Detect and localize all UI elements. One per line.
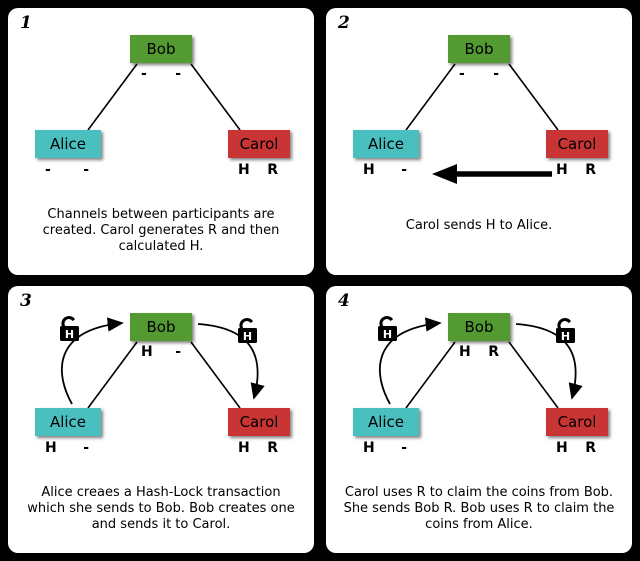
- carol-status-r: R: [267, 162, 278, 178]
- channel-line-bob-carol: [508, 63, 559, 131]
- bob-status: H -: [141, 344, 181, 360]
- channel-line-bob-carol: [190, 341, 241, 409]
- bob-status-h: -: [459, 66, 465, 82]
- node-carol: Carol: [228, 408, 290, 436]
- lock-label: H: [243, 330, 252, 343]
- panel-number: 1: [20, 13, 32, 33]
- lock-shackle: [557, 318, 572, 330]
- lock-body: [238, 328, 257, 343]
- carol-status-r: R: [585, 162, 596, 178]
- lock-shackle: [239, 318, 254, 330]
- caption: Carol sends H to Alice.: [405, 218, 553, 233]
- node-alice: Alice: [35, 408, 101, 436]
- alice-status: H -: [363, 162, 407, 178]
- lock-label: H: [383, 328, 392, 341]
- carol-status-h: H: [556, 440, 568, 456]
- panel-3: H H 3 Bob Alice Carol H - H - H R Alice …: [8, 286, 314, 553]
- carol-status-h: H: [238, 162, 250, 178]
- panel-2: 2 Bob Alice Carol - - H - H R Carol send…: [326, 8, 632, 275]
- carol-status: H R: [556, 440, 596, 456]
- bob-status-r: R: [488, 344, 499, 360]
- alice-status-h: H: [363, 440, 375, 456]
- alice-status-h: H: [363, 162, 375, 178]
- channel-line-alice-bob: [87, 341, 138, 409]
- channel-diagram: H H: [378, 316, 583, 409]
- alice-status: H -: [363, 440, 407, 456]
- alice-status-h: H: [45, 440, 57, 456]
- node-alice: Alice: [353, 130, 419, 158]
- lock-shackle: [61, 316, 76, 328]
- carol-status: H R: [238, 440, 278, 456]
- carol-status: H R: [556, 162, 596, 178]
- panel-1: 1 Bob Alice Carol - - - - H R Channels b…: [8, 8, 314, 275]
- bob-status-h: -: [141, 66, 147, 82]
- channel-diagram: [405, 63, 559, 184]
- channel-diagram: [87, 63, 241, 131]
- channel-diagram: H H: [60, 316, 265, 409]
- carol-status: H R: [238, 162, 278, 178]
- panel-number: 2: [338, 13, 350, 33]
- lock-body: [556, 328, 575, 343]
- alice-status-r: -: [83, 162, 89, 178]
- lock-body: [378, 326, 397, 341]
- alice-status-r: -: [83, 440, 89, 456]
- caption: Channels between participants are create…: [42, 207, 280, 254]
- node-carol: Carol: [228, 130, 290, 158]
- htlc-arrow-bob-to-carol: [515, 323, 583, 400]
- carol-status-h: H: [556, 162, 568, 178]
- htlc-arrow-alice-to-bob: [61, 317, 124, 405]
- carol-status-h: H: [238, 440, 250, 456]
- bob-status-r: -: [175, 66, 181, 82]
- bob-status-r: -: [175, 344, 181, 360]
- node-bob: Bob: [130, 35, 192, 63]
- alice-status-r: -: [401, 162, 407, 178]
- node-alice: Alice: [35, 130, 101, 158]
- carol-status-r: R: [267, 440, 278, 456]
- node-bob: Bob: [448, 313, 510, 341]
- hash-lock-icon: H: [378, 316, 397, 341]
- channel-line-alice-bob: [405, 341, 456, 409]
- node-alice: Alice: [353, 408, 419, 436]
- hash-lock-icon: H: [556, 318, 575, 343]
- caption: Carol uses R to claim the coins from Bob…: [343, 485, 615, 532]
- channel-line-alice-bob: [405, 63, 456, 131]
- node-carol: Carol: [546, 130, 608, 158]
- bob-status: H R: [459, 344, 499, 360]
- panel-4: H H 4 Bob Alice Carol H R H - H R Carol …: [326, 286, 632, 553]
- lock-label: H: [65, 328, 74, 341]
- node-carol: Carol: [546, 408, 608, 436]
- send-h-arrow-head: [432, 164, 457, 184]
- channel-line-bob-carol: [190, 63, 241, 131]
- alice-status: H -: [45, 440, 89, 456]
- hash-lock-icon: H: [238, 318, 257, 343]
- panel-number: 3: [20, 291, 32, 311]
- htlc-arrow-alice-to-bob: [379, 317, 442, 405]
- bob-status: - -: [459, 66, 499, 82]
- panel-number: 4: [338, 291, 350, 311]
- bob-status-h: H: [141, 344, 153, 360]
- hash-lock-icon: H: [60, 316, 79, 341]
- caption: Alice creaes a Hash-Lock transaction whi…: [27, 485, 295, 532]
- lock-label: H: [561, 330, 570, 343]
- node-bob: Bob: [130, 313, 192, 341]
- htlc-arrow-bob-to-carol: [197, 323, 265, 400]
- bob-status-r: -: [493, 66, 499, 82]
- lock-shackle: [379, 316, 394, 328]
- channel-line-alice-bob: [87, 63, 138, 131]
- alice-status-h: -: [45, 162, 51, 178]
- channel-line-bob-carol: [508, 341, 559, 409]
- alice-status: - -: [45, 162, 89, 178]
- bob-status: - -: [141, 66, 181, 82]
- alice-status-r: -: [401, 440, 407, 456]
- lock-body: [60, 326, 79, 341]
- node-bob: Bob: [448, 35, 510, 63]
- bob-status-h: H: [459, 344, 471, 360]
- carol-status-r: R: [585, 440, 596, 456]
